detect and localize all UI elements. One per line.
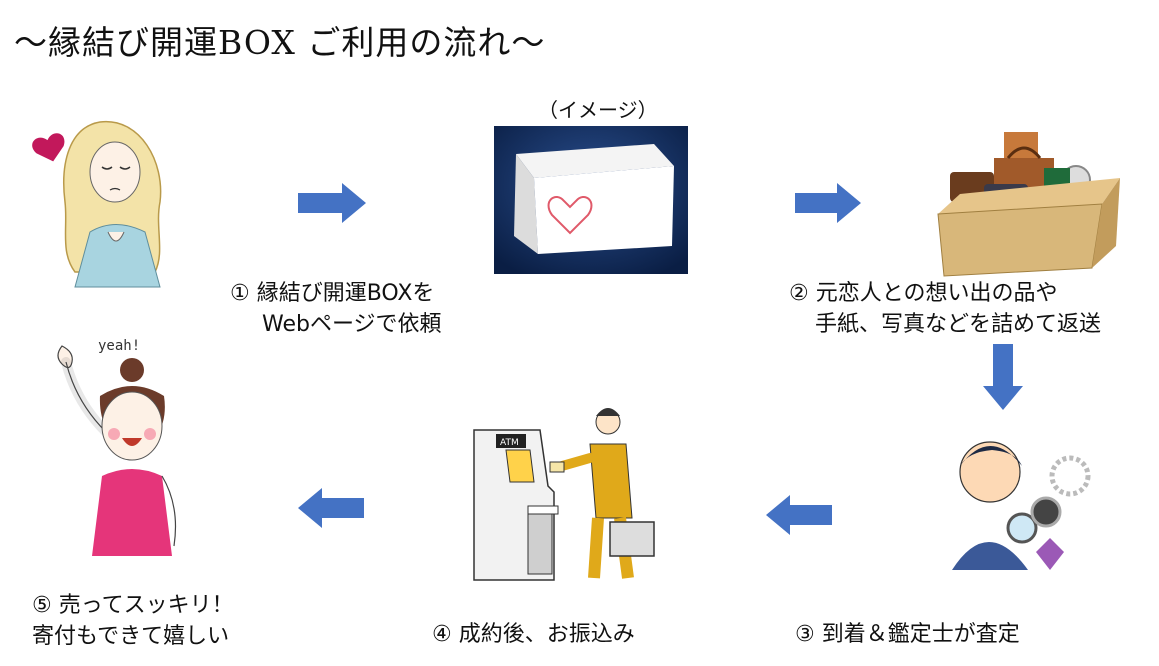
right-arrow-icon [795,183,861,223]
appraiser-illustration [938,430,1098,580]
atm-label: ATM [500,438,519,448]
step-3-caption: ③ 到着＆鑑定士が査定 [795,619,1020,650]
happy-woman-illustration: yeah! [42,326,202,566]
step-4-line1: ④ 成約後、お振込み [432,622,635,647]
kaiun-box-photo [494,126,688,274]
step-2-line2: 手紙、写真などを詰めて返送 [815,312,1102,337]
yeah-handwriting: yeah! [98,338,140,354]
step-5-caption: ⑤ 売ってスッキリ！ 寄付もできて嬉しい [32,590,234,652]
step-1-caption: ① 縁結び開運BOXを Webページで依頼 [230,278,442,340]
step-1-line1: ① 縁結び開運BOXを [230,281,435,306]
atm-businessman-illustration: ATM [470,402,670,586]
down-arrow-icon [983,344,1023,410]
right-arrow-icon [298,183,366,223]
step-4-caption: ④ 成約後、お振込み [432,619,635,650]
step-5-line2: 寄付もできて嬉しい [32,624,230,649]
image-note: （イメージ） [538,98,658,122]
step-2-line1: ② 元恋人との想い出の品や [789,281,1058,306]
page-title: ～縁結び開運BOX ご利用の流れ～ [14,23,546,62]
sad-woman-illustration [30,112,190,292]
step-1-line2: Webページで依頼 [262,312,442,337]
step-5-line1: ⑤ 売ってスッキリ！ [32,593,234,618]
step-2-caption: ② 元恋人との想い出の品や 手紙、写真などを詰めて返送 [789,278,1101,340]
cardboard-box-items-illustration [924,128,1124,278]
left-arrow-icon [298,488,364,528]
left-arrow-icon [766,495,832,535]
step-3-line1: ③ 到着＆鑑定士が査定 [795,622,1020,647]
